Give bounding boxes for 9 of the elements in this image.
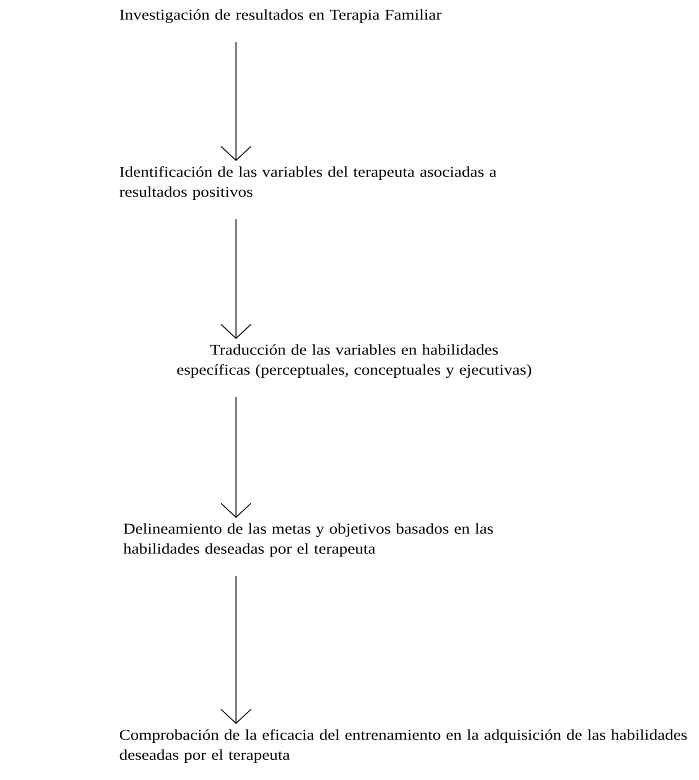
text-label: Comprobación de la eficacia del entrenamiento en la adquisición de las habilidades deseadas por el terapeuta xyxy=(120,729,687,763)
text-label: Delineamiento de las metas y objetivos basados en las habilidades deseadas por el terapeuta xyxy=(123,523,493,557)
arrow xyxy=(220,42,252,161)
text-label: Investigación de resultados en Terapia Familiar xyxy=(120,9,442,23)
text-label: Identificación de las variables del terapeuta asociadas a resultados positivos xyxy=(120,166,496,200)
arrow xyxy=(220,576,252,724)
arrow xyxy=(220,218,252,339)
text-label: Traducción de las variables en habilidades específicas (perceptuales, conceptuales y ejecutivas) xyxy=(177,344,532,378)
arrow xyxy=(220,396,252,518)
